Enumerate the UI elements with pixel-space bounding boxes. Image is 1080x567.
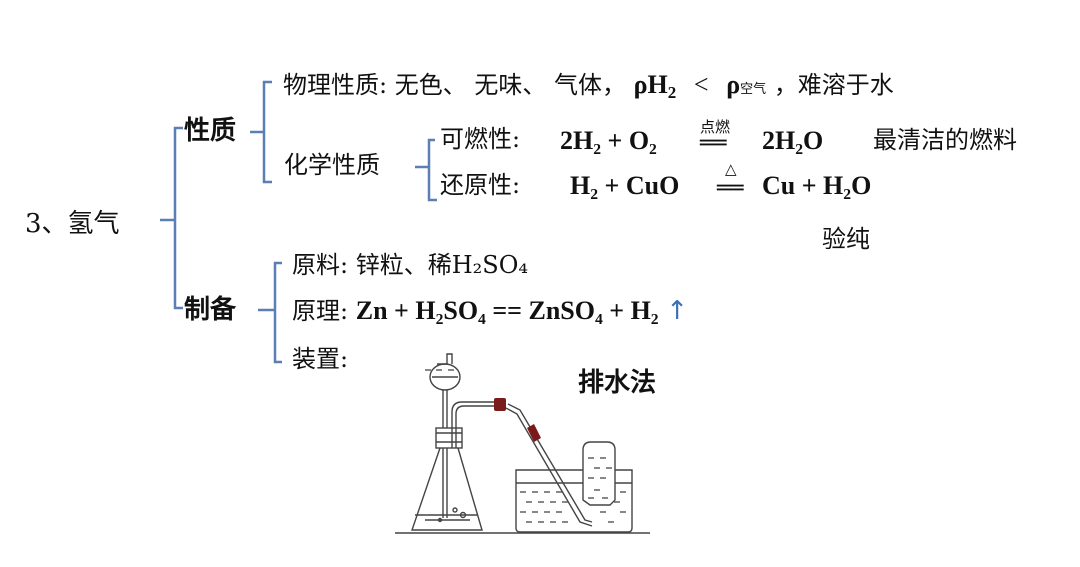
- purity-check-note: 验纯: [822, 225, 870, 253]
- combustion-product: 2H₂O: [762, 126, 824, 155]
- separatory-funnel-icon: [429, 363, 461, 391]
- colon: :: [379, 71, 388, 99]
- rubber-stopper: [435, 427, 463, 449]
- preparation-bracket: [273, 261, 282, 364]
- reducibility-label: 还原性:: [440, 171, 521, 199]
- root-bracket: [173, 126, 183, 310]
- root-title: 3、氢气: [25, 209, 120, 239]
- principle-equation: Zn + H₂SO₄ == ZnSO₄ + H₂: [355, 296, 659, 325]
- rho-h: ρH: [633, 70, 668, 99]
- combustion-reactants: 2H₂ + O₂: [560, 126, 657, 155]
- equals-sign: ══: [717, 176, 744, 201]
- density-air: ρ空气: [726, 70, 766, 99]
- cleanest-fuel-note: 最清洁的燃料: [873, 126, 1017, 154]
- water-trough-icon: [515, 469, 633, 533]
- physical-description: 无色、 无味、 气体，: [394, 71, 626, 99]
- chemical-bracket: [427, 138, 437, 202]
- rubber-connector: [494, 398, 506, 411]
- reduction-products: Cu + H₂O: [762, 171, 872, 200]
- physical-label: 物理性质: [283, 71, 379, 99]
- apparatus-label: 装置:: [292, 345, 349, 373]
- preparation-label: 制备: [184, 295, 237, 325]
- less-than: <: [693, 70, 709, 99]
- gas-collecting-bottle-icon: [582, 441, 616, 506]
- air-subscript: 空气: [740, 82, 767, 97]
- subscript: 2: [667, 83, 677, 102]
- physical-properties-row: 物理性质: 无色、 无味、 气体， ρH2 < ρ空气 ，难溶于水: [283, 70, 894, 102]
- funnel-top: [437, 353, 453, 365]
- equals-sign: ══: [700, 131, 727, 156]
- density-h2: ρH2: [633, 70, 677, 102]
- water-displacement-label: 排水法: [578, 368, 657, 398]
- rubber-tube-clamp: [527, 424, 541, 442]
- ignite-condition: 点燃: [700, 118, 731, 136]
- solubility: ，难溶于水: [773, 71, 894, 99]
- properties-label: 性质: [184, 116, 237, 146]
- conical-flask-icon: [411, 447, 483, 531]
- materials-value: 锌粒、稀H₂SO₄: [355, 251, 529, 279]
- heat-condition: △: [725, 160, 737, 178]
- chemical-label: 化学性质: [284, 151, 380, 179]
- materials-row: 原料: 锌粒、稀H₂SO₄: [292, 253, 528, 277]
- combustibility-label: 可燃性:: [440, 125, 521, 153]
- materials-label: 原料:: [292, 251, 349, 279]
- gas-up-arrow-icon: ↑: [666, 296, 689, 326]
- principle-row: 原理: Zn + H₂SO₄ == ZnSO₄ + H₂ ↑: [292, 296, 689, 326]
- reduction-reactants: H₂ + CuO: [570, 171, 680, 200]
- principle-label: 原理:: [292, 297, 349, 325]
- rho: ρ: [726, 70, 741, 99]
